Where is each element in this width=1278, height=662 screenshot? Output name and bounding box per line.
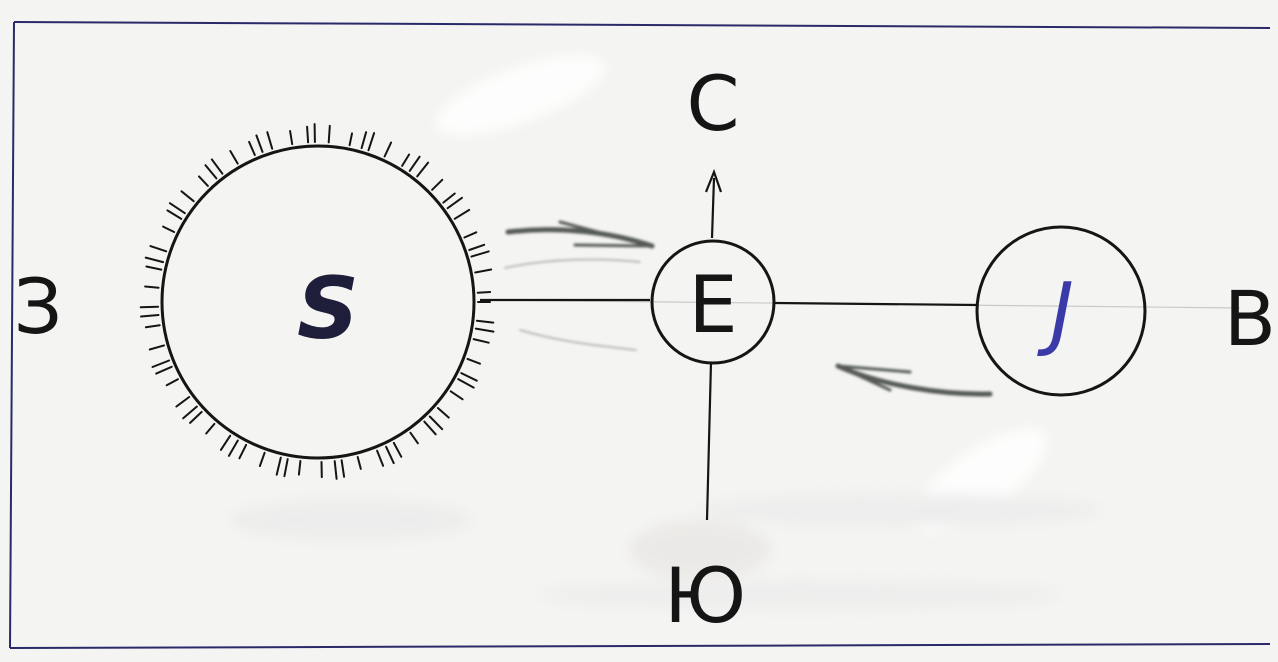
sun-ray xyxy=(141,307,158,308)
west-label: З xyxy=(14,262,63,351)
south-label: Ю xyxy=(664,551,746,640)
sun-ray xyxy=(329,126,330,142)
sun-ray xyxy=(145,287,159,288)
sun-label: S xyxy=(297,259,359,359)
earth-label: E xyxy=(688,261,737,351)
sun-ray xyxy=(307,127,308,143)
north-label: С xyxy=(686,59,739,148)
east-label: В xyxy=(1224,274,1276,363)
sun-ray xyxy=(478,292,490,293)
